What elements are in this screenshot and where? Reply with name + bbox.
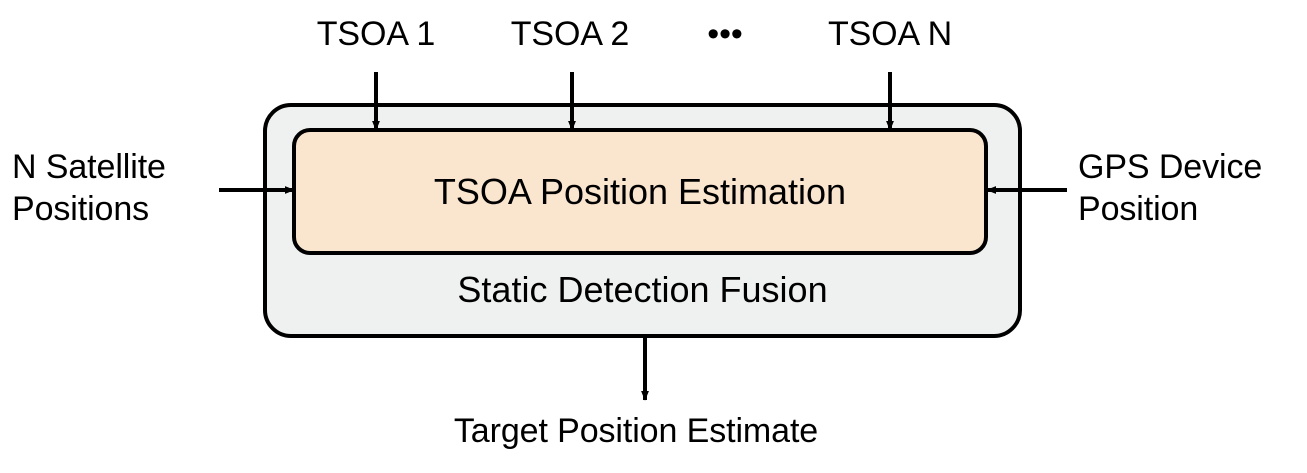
- tsoa-position-estimation-label: TSOA Position Estimation: [433, 170, 847, 212]
- static-detection-fusion-label: Static Detection Fusion: [457, 269, 828, 310]
- output-label-target-position-estimate: Target Position Estimate: [453, 412, 819, 450]
- input-label-tsoa-n: TSOA N: [827, 15, 953, 53]
- input-label-tsoa-2: TSOA 2: [510, 15, 630, 53]
- input-label-ellipsis: •••: [707, 15, 743, 53]
- tsoa-position-estimation-block: TSOA Position Estimation: [292, 128, 988, 255]
- input-label-tsoa-1: TSOA 1: [316, 15, 436, 53]
